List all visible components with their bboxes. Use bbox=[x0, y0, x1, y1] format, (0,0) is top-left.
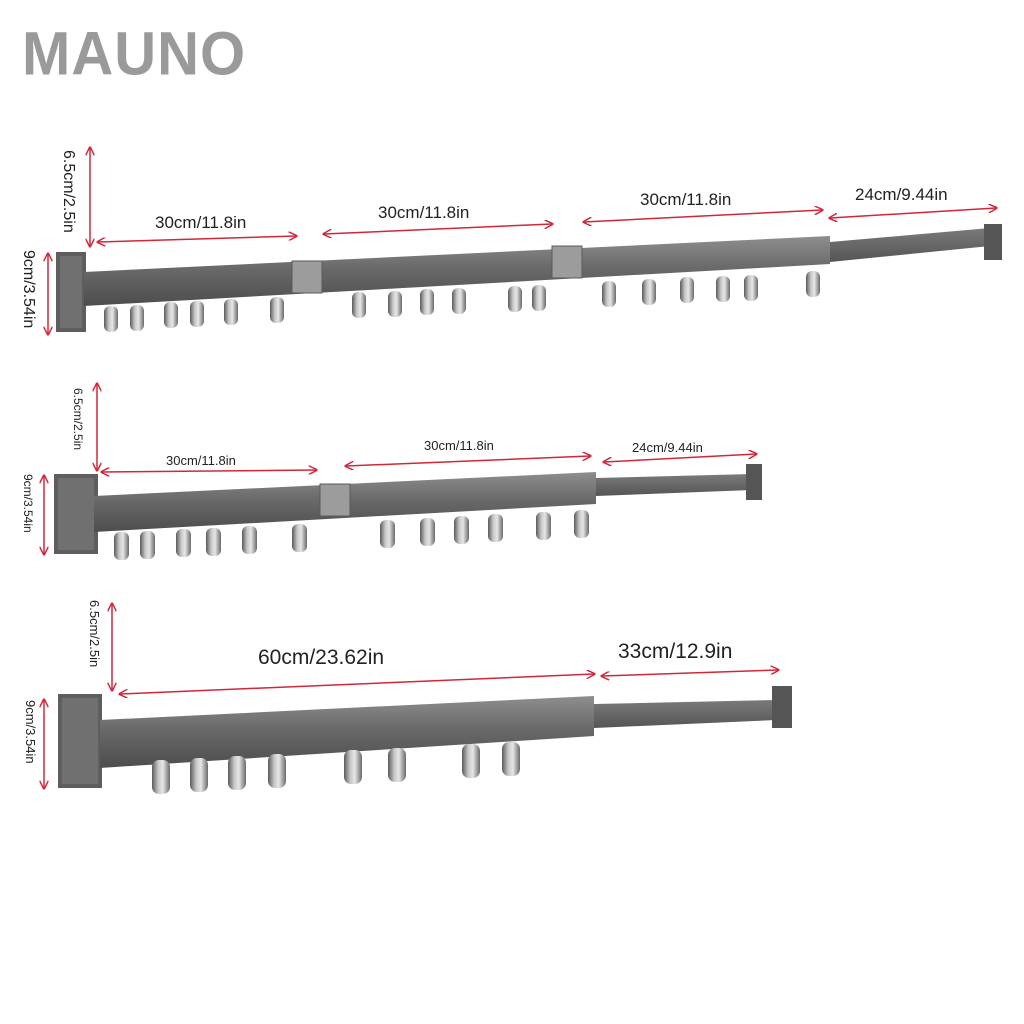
segment-label: 33cm/12.9in bbox=[618, 640, 732, 663]
segment-label: 30cm/11.8in bbox=[640, 190, 731, 209]
segment-label: 60cm/23.62in bbox=[258, 646, 384, 669]
rack-arm bbox=[84, 236, 830, 306]
end-cap bbox=[746, 464, 762, 500]
segment-label: 30cm/11.8in bbox=[424, 438, 494, 453]
segment-label: 30cm/11.8in bbox=[378, 203, 469, 222]
rack-short: 60cm/23.62in 33cm/12.9in 6.5cm/2.5in 9cm… bbox=[23, 600, 792, 794]
end-cap bbox=[984, 224, 1002, 260]
hooks bbox=[104, 271, 820, 332]
segment-label: 30cm/11.8in bbox=[155, 213, 246, 232]
brand-logo: MAUNO bbox=[22, 19, 247, 89]
hinge bbox=[291, 260, 323, 294]
segment-label: 24cm/9.44in bbox=[855, 185, 948, 204]
extension-rod bbox=[830, 228, 990, 262]
height-label: 6.5cm/2.5in bbox=[60, 150, 77, 233]
depth-label: 9cm/3.54in bbox=[23, 700, 38, 764]
end-cap bbox=[772, 686, 792, 728]
height-label: 6.5cm/2.5in bbox=[71, 388, 85, 450]
rack-arm bbox=[100, 696, 594, 768]
dimension-lines bbox=[44, 384, 756, 554]
hinge bbox=[551, 245, 583, 279]
hooks bbox=[114, 510, 589, 560]
segment-label: 24cm/9.44in bbox=[632, 440, 703, 455]
rack-medium: 30cm/11.8in 30cm/11.8in 24cm/9.44in 6.5c… bbox=[21, 384, 762, 560]
extension-rod bbox=[596, 474, 752, 496]
hooks bbox=[152, 742, 520, 794]
height-label: 6.5cm/2.5in bbox=[87, 600, 102, 667]
dimension-lines bbox=[44, 604, 778, 788]
hinge bbox=[319, 483, 351, 517]
depth-label: 9cm/3.54in bbox=[20, 250, 37, 328]
depth-label: 9cm/3.54in bbox=[21, 474, 35, 533]
segment-label: 30cm/11.8in bbox=[166, 453, 236, 468]
rack-long: 30cm/11.8in 30cm/11.8in 30cm/11.8in 24cm… bbox=[20, 148, 1002, 334]
extension-rod bbox=[594, 700, 776, 728]
dimension-lines bbox=[48, 148, 996, 334]
